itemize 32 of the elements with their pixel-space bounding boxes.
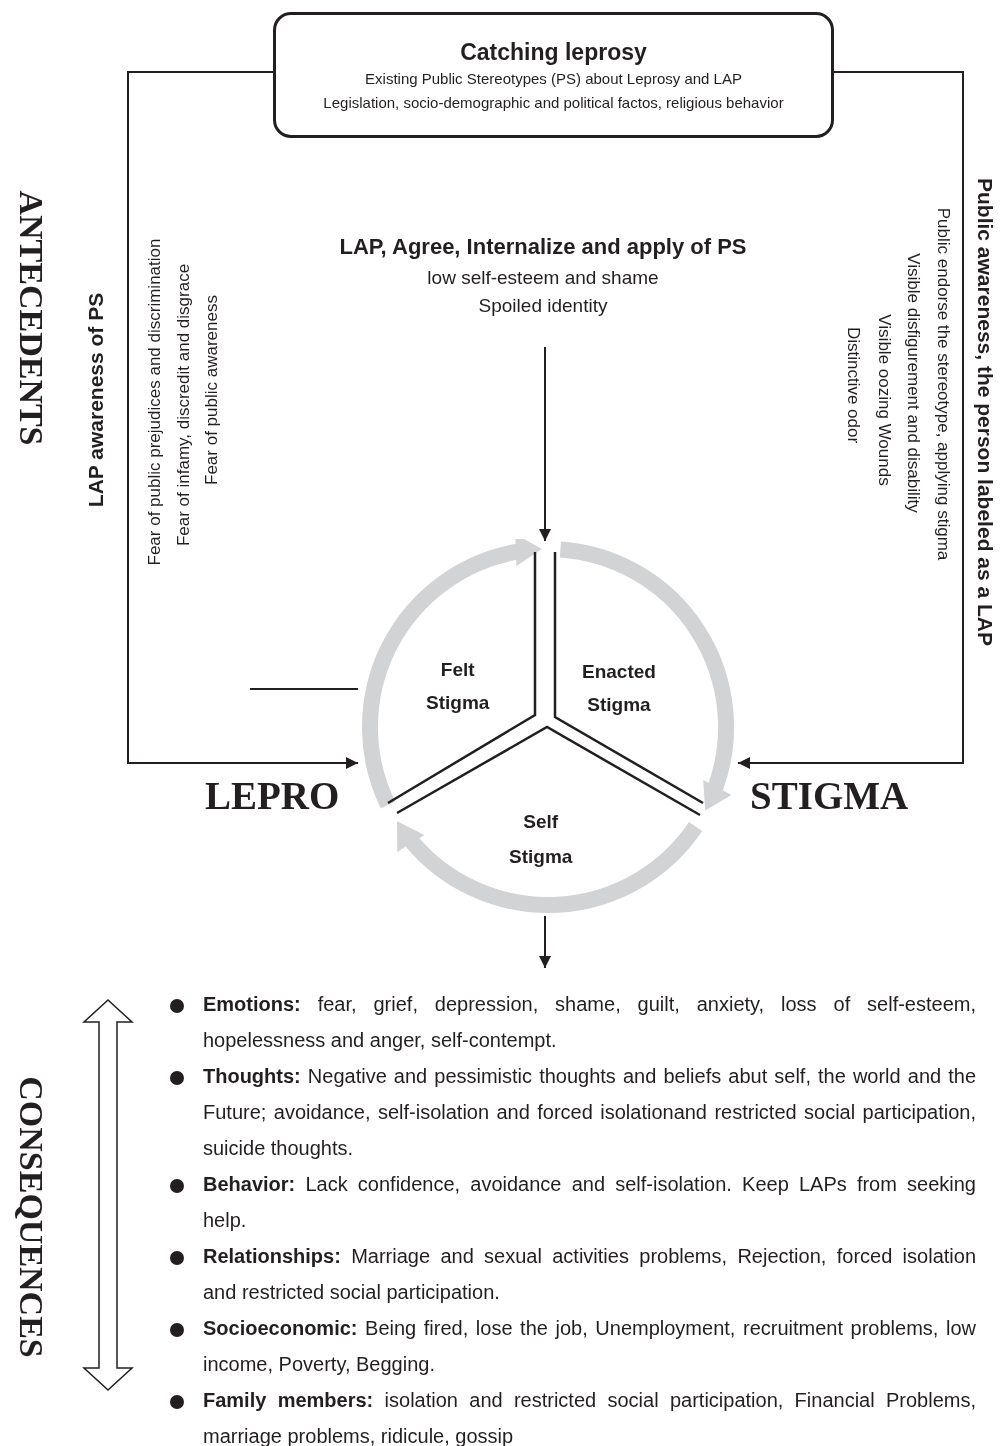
arrow — [127, 71, 359, 769]
box-text: Existing Public Stereotypes (PS) about Leprosy and LAP — [364, 69, 743, 89]
body-text: Fear of infamy, discredit and disgrace — [174, 263, 194, 547]
edge-label: Public awareness, the person labeled as a LAP — [973, 178, 997, 646]
section-title: ANTECEDENTS — [12, 190, 50, 446]
body-text: Visible disfigurement and disability — [903, 253, 923, 513]
section-title: STIGMA — [750, 773, 909, 818]
list-text: Socioeconomic: Being fired, lose the job, Unemployment, recruitment problems, low income, Poverty, Begging. — [203, 1316, 976, 1377]
list-text: Relationships: Marriage and sexual activities problems, Rejection, forced isolation and restricted social participation. — [203, 1244, 976, 1305]
body-text: Spoiled identity — [477, 294, 609, 318]
list-text: Thoughts: Negative and pessimistic thoughts and beliefs abut self, the world and the Future; avoidance, self-isolation and forced isolationand restricted social participation, suicide thoughts. — [203, 1064, 976, 1161]
section-title: CONSEQUENCES — [12, 1076, 50, 1358]
sector-label: Felt Stigma — [426, 653, 490, 719]
process-box — [273, 12, 834, 138]
body-text: Public endorse the stereotype, applying stigma — [933, 207, 953, 561]
heading-text: LAP, Agree, Internalize and apply of PS — [338, 233, 748, 261]
sector-label: Enacted Stigma — [582, 655, 656, 721]
arrow — [539, 915, 551, 969]
edge-label: LAP awareness of PS — [84, 292, 108, 508]
list-text: Behavior: Lack confidence, avoidance and self-isolation. Keep LAPs from seeking help. — [203, 1172, 976, 1233]
section-title: LEPRO — [205, 773, 340, 818]
arrow — [737, 71, 964, 769]
box-text: Legislation, socio-demographic and political factos, religious behavior — [322, 93, 785, 113]
body-text: Distinctive odor — [843, 326, 863, 444]
body-text: low self-esteem and shame — [426, 266, 660, 290]
box-title: Catching leprosy — [459, 38, 648, 67]
body-text: Fear of public awareness — [202, 295, 222, 485]
arrow — [539, 346, 551, 542]
body-text: Visible oozing Wounds — [874, 314, 894, 486]
body-text: Fear of public prejudices and discrimination — [145, 238, 165, 566]
sector-label: Self Stigma — [509, 804, 573, 874]
list-text: Emotions: fear, grief, depression, shame, guilt, anxiety, loss of self-esteem, hopelessness and anger, self-contempt. — [203, 992, 976, 1053]
